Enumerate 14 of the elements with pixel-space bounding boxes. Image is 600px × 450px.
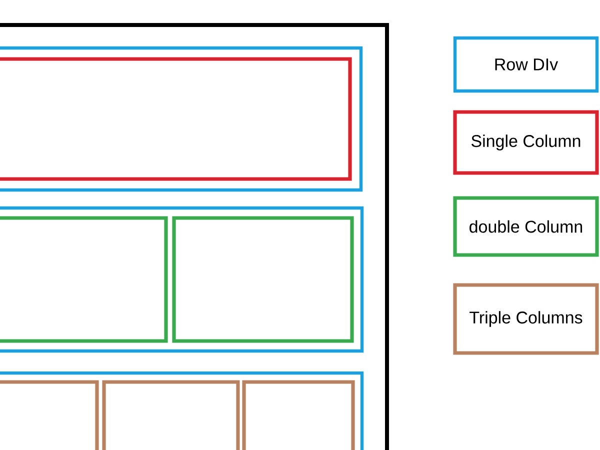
row-box	[0, 371, 364, 450]
column-box	[0, 57, 352, 181]
key-box: Single Column	[453, 110, 599, 175]
column-box	[0, 216, 168, 343]
column-box	[102, 380, 240, 450]
page-frame	[0, 23, 389, 450]
key-box: Triple Columns	[453, 283, 599, 355]
column-box	[172, 216, 354, 343]
row-box	[0, 46, 363, 192]
row-box	[0, 206, 364, 353]
column-box	[0, 380, 99, 450]
key-box: double Column	[453, 196, 599, 257]
key-box: Row DIv	[453, 36, 599, 93]
column-box	[242, 380, 355, 450]
